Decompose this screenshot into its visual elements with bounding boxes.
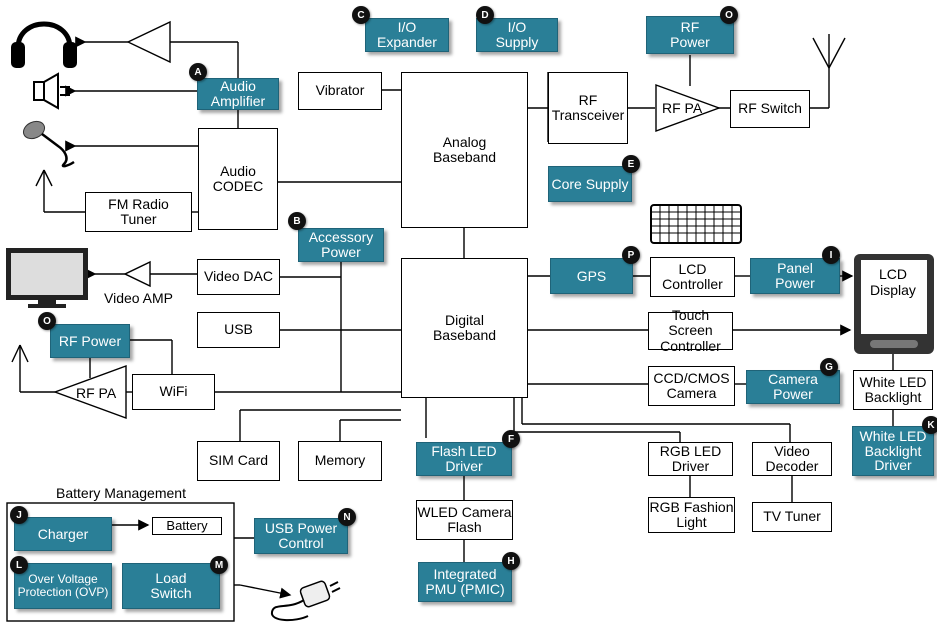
lcd-controller-block: LCD Controller xyxy=(650,257,735,297)
rf-power-left-highlight: RF Power xyxy=(50,324,130,358)
flash-led-driver-highlight: Flash LED Driver xyxy=(416,442,512,476)
badge-d: D xyxy=(476,6,494,24)
rgb-led-driver-block: RGB LED Driver xyxy=(648,442,733,476)
integrated-pmu-highlight: Integrated PMU (PMIC) xyxy=(418,562,512,602)
battery-block: Battery xyxy=(152,517,222,535)
badge-j: J xyxy=(10,506,28,524)
badge-n: N xyxy=(338,508,356,526)
ovp-highlight: Over Voltage Protection (OVP) xyxy=(14,563,112,609)
memory-block: Memory xyxy=(298,441,382,481)
rf-power-top-highlight: RF Power xyxy=(646,16,734,54)
rf-transceiver-block: RF Transceiver xyxy=(548,72,628,144)
tv-tuner-block: TV Tuner xyxy=(752,502,832,532)
digital-baseband-block: Digital Baseband xyxy=(401,258,528,398)
wled-camera-flash-block: WLED Camera Flash xyxy=(416,500,513,540)
rf-pa-left-label: RF PA xyxy=(76,385,117,401)
badge-o-left: O xyxy=(38,312,56,330)
badge-h: H xyxy=(502,552,520,570)
keypad-icon xyxy=(650,204,742,244)
white-led-backlight-driver-highlight: White LED Backlight Driver xyxy=(852,426,934,476)
monitor-icon xyxy=(6,248,88,308)
badge-i: I xyxy=(822,246,840,264)
accessory-power-highlight: Accessory Power xyxy=(298,228,384,262)
vibrator-block: Vibrator xyxy=(298,72,382,110)
sim-card-block: SIM Card xyxy=(197,441,280,481)
io-expander-highlight: I/O Expander xyxy=(365,18,449,52)
microphone-icon xyxy=(22,120,75,168)
badge-g: G xyxy=(820,358,838,376)
charger-plug-icon xyxy=(271,580,341,622)
audio-codec-block: Audio CODEC xyxy=(198,128,278,230)
badge-b: B xyxy=(288,212,306,230)
usb-power-control-highlight: USB Power Control xyxy=(254,518,348,554)
wifi-block: WiFi xyxy=(132,374,215,410)
badge-c: C xyxy=(352,6,370,24)
analog-baseband-block: Analog Baseband xyxy=(401,72,528,228)
audio-amplifier-highlight: Audio Amplifier xyxy=(197,78,279,110)
badge-k: K xyxy=(922,416,937,434)
lcd-display-label: LCD Display xyxy=(870,266,916,299)
ccd-cmos-camera-block: CCD/CMOS Camera xyxy=(648,366,735,406)
rf-pa-triangle xyxy=(655,84,721,132)
core-supply-highlight: Core Supply xyxy=(548,166,632,202)
charger-highlight: Charger xyxy=(14,517,112,551)
white-led-backlight-block: White LED Backlight xyxy=(853,370,933,410)
speaker-icon xyxy=(33,72,70,110)
camera-power-highlight: Camera Power xyxy=(746,370,840,404)
panel-power-highlight: Panel Power xyxy=(750,258,840,294)
fm-radio-tuner-block: FM Radio Tuner xyxy=(85,192,192,232)
rf-pa-top-label: RF PA xyxy=(662,100,703,116)
badge-m: M xyxy=(210,556,228,574)
badge-e: E xyxy=(622,155,640,173)
badge-l: L xyxy=(10,556,28,574)
video-amp-label: Video AMP xyxy=(104,290,174,306)
badge-o-top: O xyxy=(720,6,738,24)
rf-switch-block: RF Switch xyxy=(730,90,810,128)
battery-management-label: Battery Management xyxy=(56,485,186,501)
badge-p: P xyxy=(622,246,640,264)
gps-highlight: GPS xyxy=(550,258,633,294)
badge-a: A xyxy=(189,63,207,81)
video-decoder-block: Video Decoder xyxy=(752,442,832,476)
usb-block: USB xyxy=(197,312,280,348)
badge-f: F xyxy=(502,430,520,448)
headphones-icon xyxy=(11,21,77,68)
rgb-fashion-light-block: RGB Fashion Light xyxy=(648,497,735,533)
touch-screen-controller-block: Touch Screen Controller xyxy=(648,307,733,353)
video-dac-block: Video DAC xyxy=(197,259,280,295)
io-supply-highlight: I/O Supply xyxy=(476,18,558,52)
phone-display-icon xyxy=(854,254,934,354)
load-switch-highlight: Load Switch xyxy=(122,563,220,609)
